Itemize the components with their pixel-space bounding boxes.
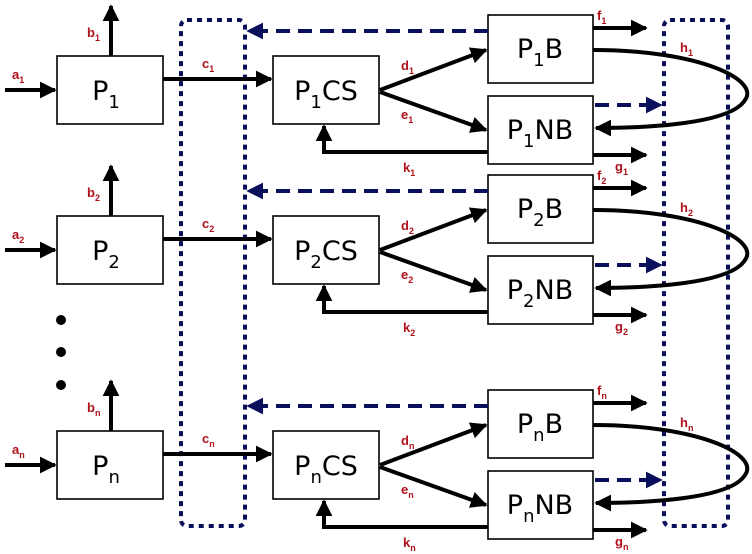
flow-d-arrow <box>379 207 488 252</box>
flow-e-arrow <box>379 90 488 133</box>
nb-box-label: PnNB <box>507 490 573 527</box>
ellipsis-dot <box>56 380 66 390</box>
flow-k-arrow <box>315 499 488 529</box>
b-box[interactable] <box>487 174 594 244</box>
nb-box[interactable] <box>487 255 594 325</box>
flow-e-arrow <box>379 465 488 508</box>
cs-box-label: P1CS <box>294 76 358 113</box>
process-box-label: P2 <box>92 236 120 273</box>
flow-f-label: fn <box>597 383 607 401</box>
nb-box-label: P1NB <box>507 115 573 152</box>
b-box[interactable] <box>487 14 594 84</box>
process-box[interactable] <box>56 215 164 285</box>
cs-box-label: P2CS <box>294 236 358 273</box>
flow-h-label: h1 <box>680 40 693 58</box>
process-box[interactable] <box>56 430 164 500</box>
b-box[interactable] <box>487 389 594 459</box>
flow-d-label: d2 <box>401 218 414 236</box>
flow-g-label: g2 <box>615 319 628 337</box>
b-box-label: P1B <box>517 34 563 71</box>
left-boundary <box>179 18 247 528</box>
flow-d-label: dn <box>401 433 414 451</box>
flow-k-label: kn <box>403 535 416 553</box>
flow-b-label: b2 <box>87 185 100 203</box>
cs-box[interactable] <box>272 215 380 285</box>
flow-h-arrow <box>592 423 750 512</box>
ellipsis-dot <box>56 315 66 325</box>
flow-e-label: e2 <box>401 267 413 285</box>
flow-k-label: k1 <box>403 160 415 178</box>
flow-g-label: gn <box>615 534 628 552</box>
flow-g-label: g1 <box>615 159 628 177</box>
flow-e-arrow <box>379 250 488 293</box>
process-box[interactable] <box>56 55 164 125</box>
flow-e-label: e1 <box>401 107 413 125</box>
right-boundary <box>662 18 730 528</box>
flow-c-label: c1 <box>202 56 214 74</box>
b-box-label: PnB <box>517 409 563 446</box>
process-box-label: Pn <box>92 451 120 488</box>
nb-box-label: P2NB <box>507 275 573 312</box>
flow-a-label: a1 <box>12 67 24 85</box>
flow-h-arrow <box>592 48 750 137</box>
flow-f-label: f1 <box>597 8 606 26</box>
b-box-label: P2B <box>517 194 563 231</box>
flow-h-label: hn <box>680 415 693 433</box>
flow-a-label: a2 <box>12 227 24 245</box>
nb-box[interactable] <box>487 470 594 540</box>
cs-box[interactable] <box>272 430 380 500</box>
nb-box[interactable] <box>487 95 594 165</box>
process-box-label: P1 <box>92 76 120 113</box>
flow-d-label: d1 <box>401 58 414 76</box>
cs-box[interactable] <box>272 55 380 125</box>
flow-d-arrow <box>379 422 488 467</box>
flow-b-label: b1 <box>87 25 100 43</box>
flow-a-label: an <box>12 442 25 460</box>
flow-k-arrow <box>315 124 488 154</box>
flow-c-label: c2 <box>202 216 214 234</box>
flow-k-label: k2 <box>403 320 415 338</box>
flow-e-label: en <box>401 482 414 500</box>
flow-h-label: h2 <box>680 200 693 218</box>
flow-k-arrow <box>315 284 488 314</box>
cs-box-label: PnCS <box>294 451 358 488</box>
flow-h-arrow <box>592 208 750 297</box>
ellipsis-dot <box>56 347 66 357</box>
flow-c-label: cn <box>202 431 215 449</box>
flow-d-arrow <box>379 47 488 92</box>
flow-b-label: bn <box>87 400 100 418</box>
flow-f-label: f2 <box>597 168 606 186</box>
